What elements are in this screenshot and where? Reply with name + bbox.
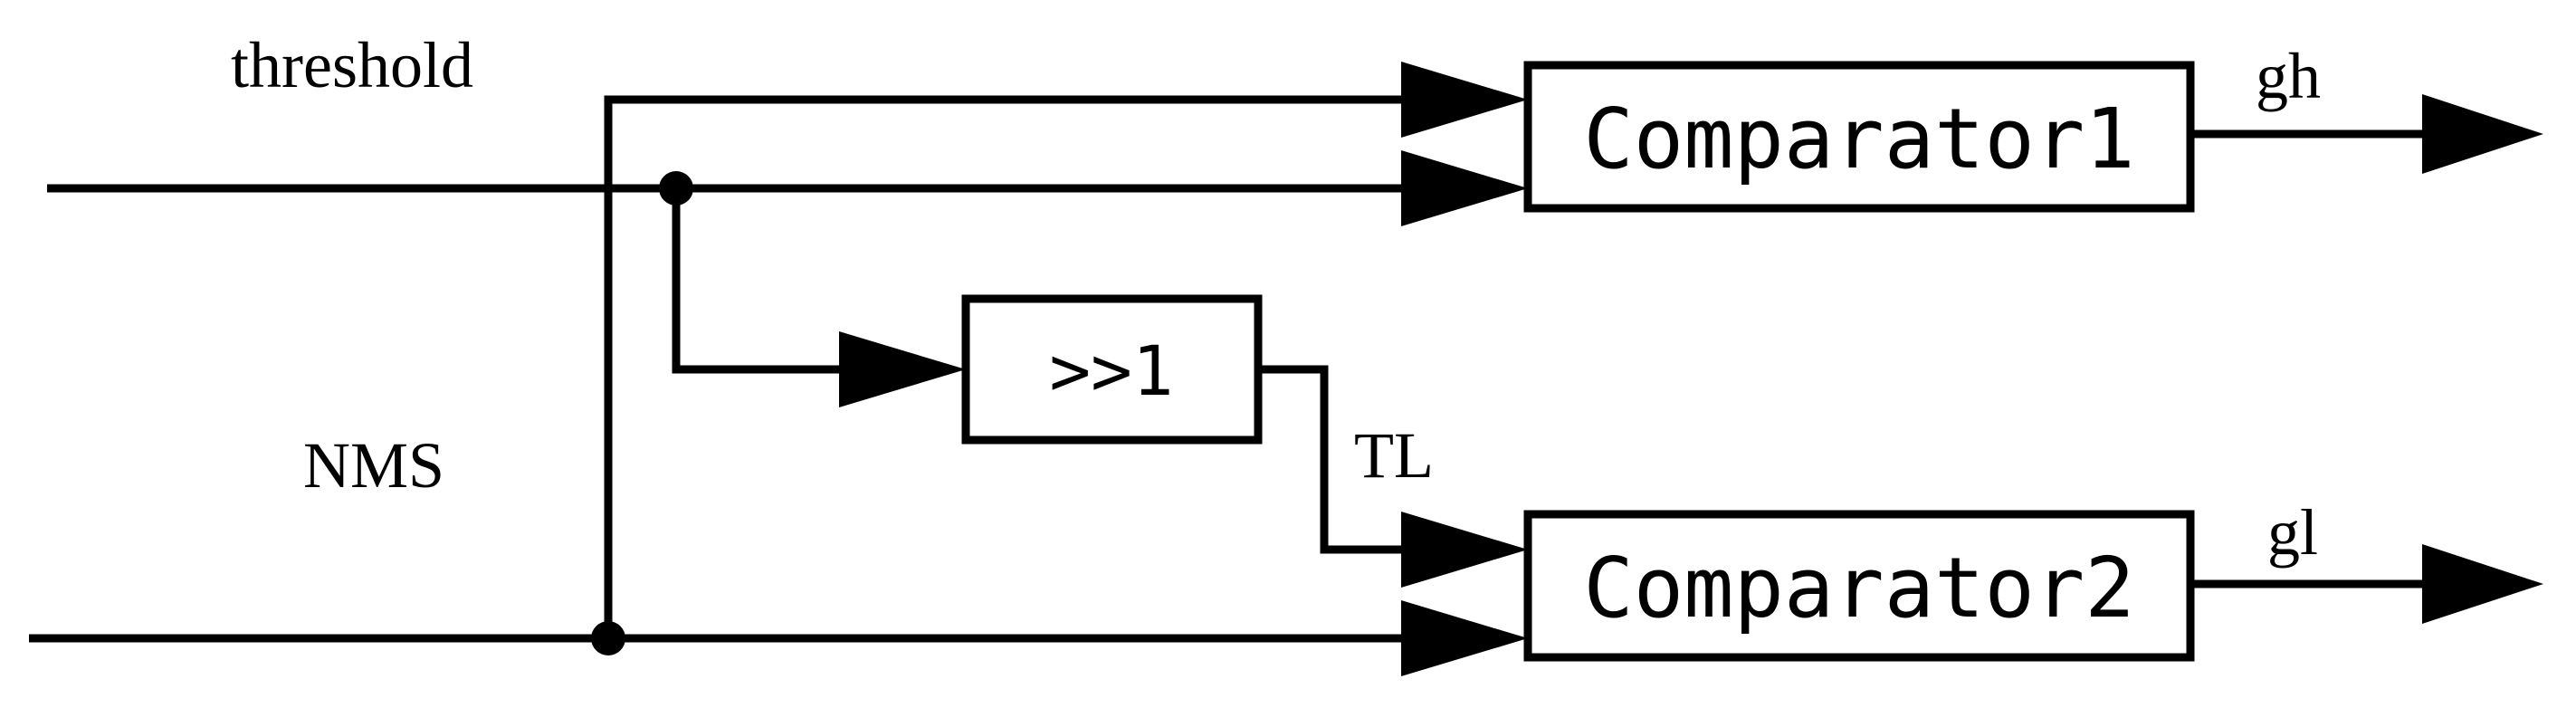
comparator1-block <box>1523 61 2195 213</box>
shift-input-wire <box>672 188 896 374</box>
arrow-into-shift <box>839 331 966 407</box>
nms-label: NMS <box>303 429 444 502</box>
arrow-gl-output <box>2422 544 2543 624</box>
junction-dot-upper <box>659 171 693 206</box>
shift-block <box>961 294 1263 445</box>
comparator2-block <box>1523 510 2195 662</box>
arrow-gh-output <box>2422 94 2543 174</box>
gh-label: gh <box>2256 40 2321 112</box>
tl-wire <box>1258 365 1412 554</box>
junction-dot-lower <box>591 621 625 655</box>
arrow-nms-into-comparator2 <box>1401 600 1528 676</box>
arrow-tl-into-comparator2 <box>1401 512 1528 588</box>
arrow-nms-into-comparator1 <box>1401 150 1528 226</box>
threshold-label: threshold <box>231 29 473 101</box>
tl-label: TL <box>1354 419 1434 492</box>
shift-label: >>1 <box>1049 330 1173 411</box>
comparator2-label: Comparator2 <box>1583 540 2134 636</box>
gl-label: gl <box>2267 496 2318 569</box>
comparator1-label: Comparator1 <box>1583 91 2134 187</box>
threshold-wire <box>604 95 1412 638</box>
arrow-threshold-into-comparator1 <box>1401 62 1528 138</box>
